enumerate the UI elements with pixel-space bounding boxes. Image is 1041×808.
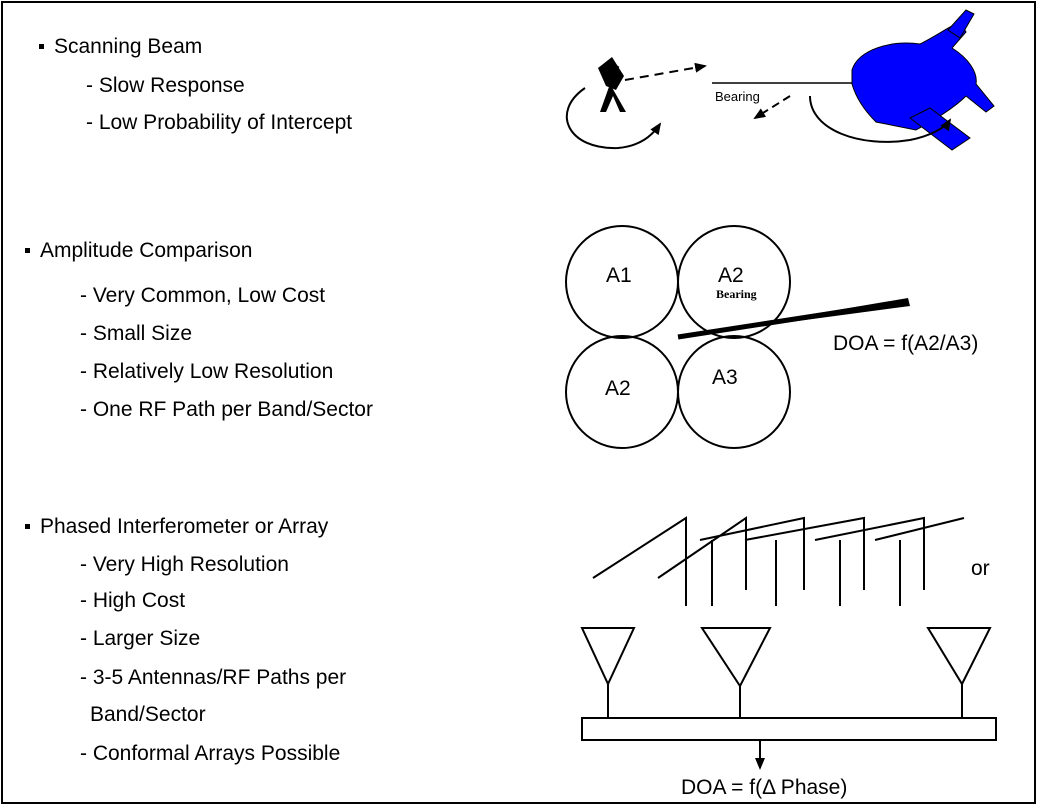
lobe-label-a2-bottom: A2	[605, 377, 631, 400]
lobe-circle-a3	[677, 335, 791, 449]
phase-wavefronts	[592, 516, 965, 606]
phase-doa-formula: DOA = f(Δ Phase)	[681, 776, 847, 799]
item-very-high-resolution: - Very High Resolution	[80, 553, 289, 576]
bearing-arrow	[753, 95, 791, 120]
item-low-resolution: - Relatively Low Resolution	[80, 360, 334, 383]
bearing-line	[677, 299, 906, 340]
lobe-circle-a2-top	[677, 225, 791, 339]
item-high-cost: - High Cost	[80, 589, 186, 612]
aircraft-tail-icon	[947, 9, 975, 39]
heading-scanning-beam: Scanning Beam	[38, 35, 203, 58]
item-rf-path: - One RF Path per Band/Sector	[80, 398, 373, 421]
item-slow-response: - Slow Response	[86, 74, 245, 97]
item-antennas: - 3-5 Antennas/RF Paths per	[80, 666, 347, 689]
heading-amplitude-comparison: Amplitude Comparison	[24, 239, 253, 262]
amp-doa-formula: DOA = f(A2/A3)	[833, 332, 978, 355]
array-bar	[581, 717, 997, 741]
antenna-1-icon	[580, 627, 636, 718]
item-band-sector: Band/Sector	[90, 703, 206, 726]
item-very-common: - Very Common, Low Cost	[80, 284, 326, 307]
scan-bearing-label: Bearing	[715, 89, 760, 104]
antenna-3-icon	[926, 627, 992, 718]
item-larger-size: - Larger Size	[80, 627, 201, 650]
aircraft-rotation-arrow	[809, 95, 952, 143]
item-low-probability: - Low Probability of Intercept	[86, 111, 353, 134]
radar-rotation-arrow	[565, 87, 662, 150]
item-conformal-arrays: - Conformal Arrays Possible	[80, 742, 341, 765]
amp-bearing-label: Bearing	[716, 287, 757, 301]
or-label: or	[971, 557, 990, 580]
radar-beam-arrow	[624, 62, 707, 81]
lobe-label-a3: A3	[712, 366, 738, 389]
heading-phased-interferometer: Phased Interferometer or Array	[24, 515, 329, 538]
aircraft-icon	[851, 21, 995, 131]
lobe-label-a2-top: A2	[718, 264, 744, 287]
radar-dish-icon	[598, 57, 626, 112]
item-small-size: - Small Size	[80, 322, 193, 345]
lobe-label-a1: A1	[606, 264, 632, 287]
antenna-2-icon	[700, 627, 772, 718]
